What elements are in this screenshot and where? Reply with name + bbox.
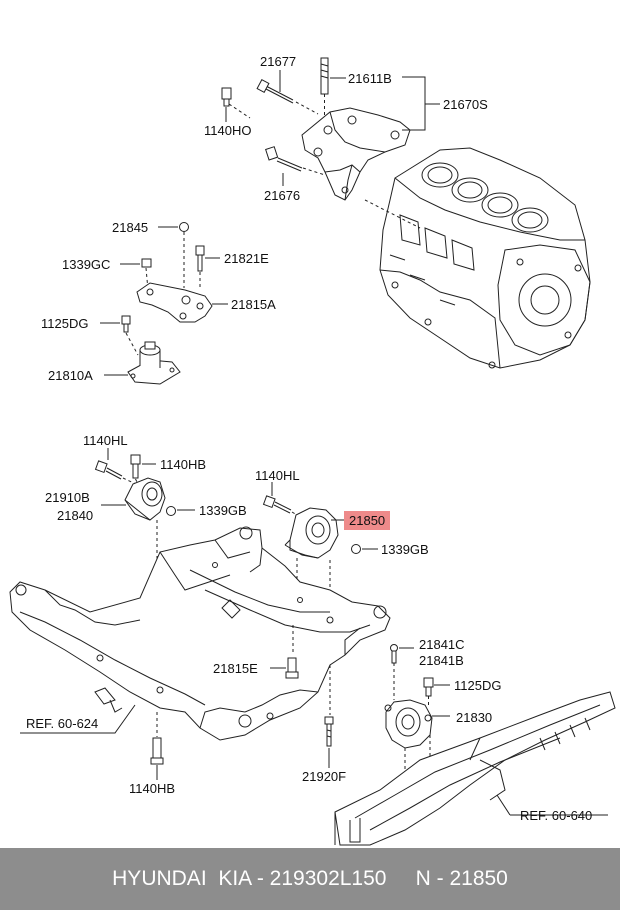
bolt-1125DG-right bbox=[424, 678, 433, 706]
label-1125DG-top: 1125DG bbox=[41, 316, 89, 331]
label-21676: 21676 bbox=[264, 188, 301, 203]
label-21821E: 21821E bbox=[224, 251, 269, 266]
label-1140HB-top: 1140HB bbox=[160, 457, 207, 472]
frame-bolt-dashes bbox=[293, 625, 330, 715]
bolt-1140HL-mid bbox=[264, 496, 302, 518]
label-21841B: 21841B bbox=[419, 653, 464, 668]
subframe bbox=[10, 527, 390, 740]
bolt-1125DG-top bbox=[122, 316, 138, 355]
nut-1339GB-left bbox=[167, 507, 176, 516]
bolt-1140HB-bottom bbox=[151, 712, 163, 764]
label-1339GB-right: 1339GB bbox=[381, 542, 429, 557]
label-ref-60-640: REF. 60-640 bbox=[520, 808, 593, 823]
label-21850-highlighted: 21850 bbox=[344, 511, 391, 530]
label-21920F: 21920F bbox=[302, 769, 347, 784]
label-ref-60-624: REF. 60-624 bbox=[26, 716, 99, 731]
engine-block bbox=[380, 148, 590, 368]
bolt-21920F bbox=[325, 717, 333, 746]
bolt-21821E bbox=[196, 246, 204, 290]
mount-21810A bbox=[128, 342, 180, 384]
bolt-21815E bbox=[286, 658, 298, 678]
label-21830: 21830 bbox=[456, 710, 493, 725]
bolt-21841C bbox=[391, 645, 398, 701]
bolt-21677 bbox=[257, 80, 318, 114]
label-1140HO: 1140HO bbox=[204, 123, 252, 138]
bolt-1140HO bbox=[222, 88, 250, 118]
nut-1339GB-right bbox=[352, 545, 361, 554]
label-1339GB-left: 1339GB bbox=[199, 503, 247, 518]
label-21840: 21840 bbox=[57, 508, 94, 523]
label-21841C: 21841C bbox=[419, 637, 465, 652]
stud-21611B bbox=[321, 58, 328, 116]
mount-21830-to-rail-dashes bbox=[405, 735, 430, 775]
label-1140HL-left: 1140HL bbox=[83, 433, 128, 448]
bolt-21845 bbox=[180, 223, 189, 289]
bracket-21815A bbox=[137, 283, 212, 322]
mount-21830 bbox=[385, 700, 432, 748]
leader-ref-60-624 bbox=[20, 705, 135, 733]
label-1140HL-mid: 1140HL bbox=[255, 468, 300, 483]
footer-text: HYUNDAI KIA - 219302L150 N - 21850 bbox=[112, 867, 508, 890]
side-rail bbox=[335, 692, 615, 845]
leader-21670S bbox=[402, 77, 440, 130]
label-21677: 21677 bbox=[260, 54, 297, 69]
leader-ref-60-640 bbox=[497, 795, 608, 815]
label-21670S: 21670S bbox=[443, 97, 488, 112]
label-21815E: 21815E bbox=[213, 661, 258, 676]
part-number-footer: HYUNDAI KIA - 219302L150 N - 21850 bbox=[0, 848, 620, 910]
label-21611B: 21611B bbox=[348, 71, 392, 86]
engine-bracket bbox=[302, 108, 410, 200]
bolt-1140HL-left bbox=[96, 461, 140, 486]
label-21845: 21845 bbox=[112, 220, 149, 235]
label-21815A: 21815A bbox=[231, 297, 276, 312]
engine-mount-diagram bbox=[0, 0, 620, 848]
mount-21910B bbox=[125, 478, 165, 520]
mount-21850 bbox=[285, 508, 338, 558]
label-1339GC: 1339GC bbox=[62, 257, 111, 272]
label-21910B: 21910B bbox=[45, 490, 90, 505]
label-1140HB-bottom: 1140HB bbox=[129, 781, 176, 796]
label-1125DG-right: 1125DG bbox=[454, 678, 502, 693]
label-21810A: 21810A bbox=[48, 368, 93, 383]
bracket-to-block-dashes bbox=[365, 200, 420, 228]
bolt-21676 bbox=[266, 147, 325, 175]
